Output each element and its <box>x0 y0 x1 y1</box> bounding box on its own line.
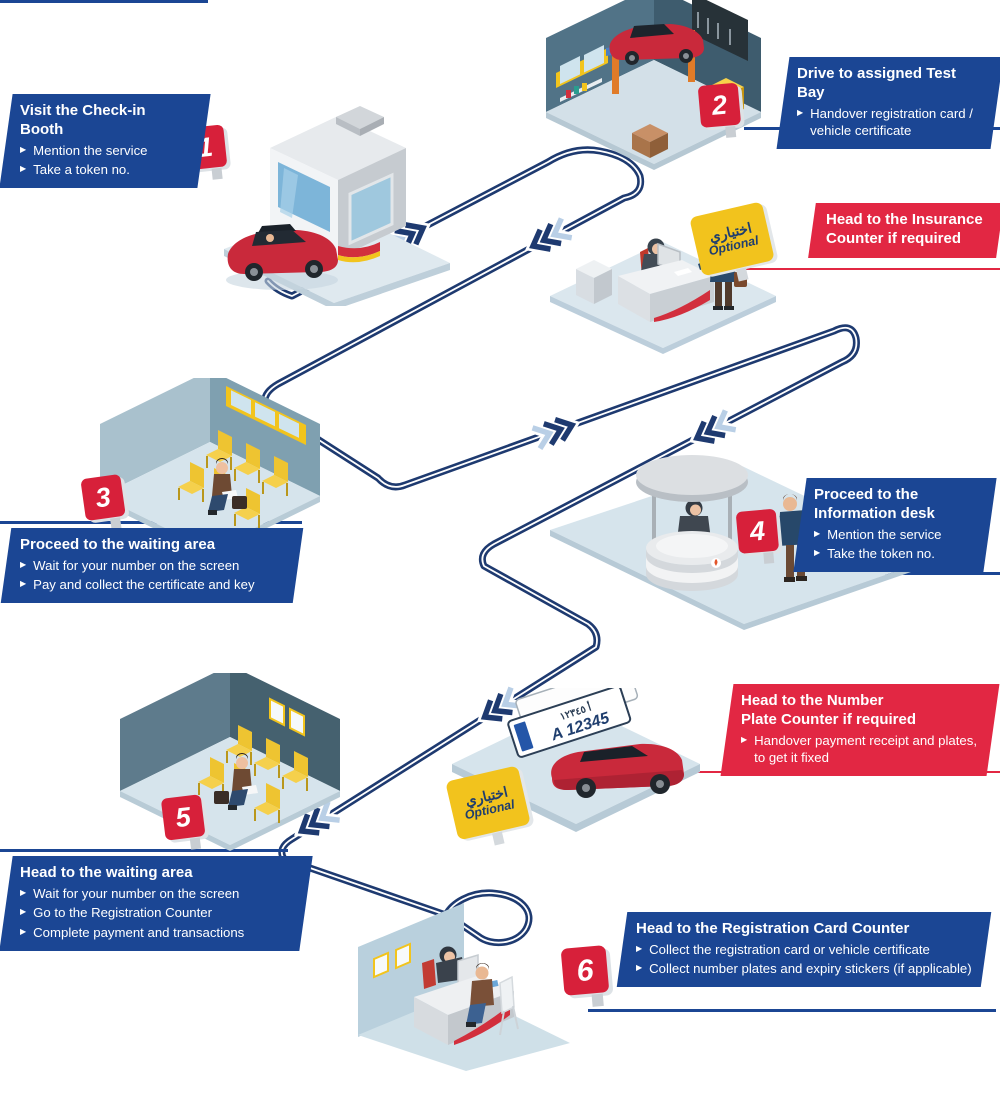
seated-man <box>214 753 258 810</box>
step-title: Proceed to the waiting area <box>20 536 216 553</box>
step-number-sign: 2 <box>697 82 749 142</box>
step-number: 5 <box>173 801 193 833</box>
step-title: Head to the waiting area <box>20 864 193 881</box>
bullet-arrow-icon: ▶ <box>20 559 27 569</box>
step-title: Head to the Registration Card Counter <box>636 920 910 937</box>
bullet-arrow-icon: ▶ <box>741 734 748 744</box>
step-callout-1: Visit the Check-in Booth ▶ Mention the se… <box>0 94 211 188</box>
bullet-arrow-icon: ▶ <box>20 887 27 897</box>
customer-man <box>466 963 519 1036</box>
step-callout-4: Proceed to the Information desk ▶ Mention… <box>793 478 997 572</box>
step-bullet: Handover registration card / vehicle cer… <box>810 105 973 139</box>
step-bullet: Take the token no. <box>827 546 935 562</box>
step-bullet: Go to the Registration Counter <box>33 905 213 921</box>
seated-man <box>208 458 247 515</box>
step-number: 3 <box>93 481 113 513</box>
step-title: Drive to assigned Test Bay <box>797 65 956 101</box>
bullet-arrow-icon: ▶ <box>636 963 643 973</box>
callout-title: Plate Counter if required <box>741 710 917 728</box>
step-title: Proceed to the Information desk <box>814 486 935 522</box>
insurance-counter-callout: Head to the Insurance Counter if require… <box>808 203 1000 258</box>
step-number-sign: 3 <box>80 473 133 535</box>
step-number: 6 <box>575 952 595 988</box>
step-bullet: Collect number plates and expiry sticker… <box>649 961 972 977</box>
step-number: 4 <box>748 515 767 547</box>
connector-line <box>588 1009 996 1012</box>
step-bullet: Wait for your number on the screen <box>33 557 240 573</box>
step-callout-5: Head to the waiting area ▶ Wait for your … <box>0 856 313 951</box>
callout-title: Head to the Number <box>741 692 884 709</box>
kiosk <box>636 455 748 591</box>
cabinet <box>576 260 612 304</box>
step-bullet: Take a token no. <box>33 162 130 178</box>
step-bullet: Wait for your number on the screen <box>33 885 240 901</box>
callout-title: Head to the Insurance <box>826 211 983 228</box>
step-number-sign: 4 <box>735 508 787 568</box>
registration-card-counter-illustration <box>358 903 570 1071</box>
step-number-sign: 6 <box>560 945 618 1012</box>
bullet-arrow-icon: ▶ <box>636 943 643 953</box>
bullet-arrow-icon: ▶ <box>20 907 27 917</box>
callout-title: Counter if required <box>826 229 962 247</box>
connector-line <box>0 0 208 3</box>
bullet-arrow-icon: ▶ <box>814 528 821 538</box>
step-bullet: Mention the service <box>827 526 942 542</box>
waiting-area-illustration <box>120 673 340 851</box>
bullet-arrow-icon: ▶ <box>20 927 27 937</box>
check-in-booth-illustration <box>224 106 450 306</box>
step-bullet: Collect the registration card or vehicle… <box>649 941 930 957</box>
bullet-arrow-icon: ▶ <box>20 144 27 154</box>
step-callout-6: Head to the Registration Card Counter ▶ C… <box>616 912 992 988</box>
bullet-arrow-icon: ▶ <box>797 107 804 117</box>
bullet-arrow-icon: ▶ <box>814 548 821 558</box>
red-car <box>609 24 704 65</box>
step-callout-3: Proceed to the waiting area ▶ Wait for yo… <box>0 528 304 604</box>
step-bullet: Pay and collect the certificate and key <box>33 577 255 593</box>
step-bullet: Mention the service <box>33 142 148 158</box>
bullet-arrow-icon: ▶ <box>20 164 27 174</box>
callout-bullet: Handover payment receipt and plates, to … <box>754 732 978 766</box>
connector-line <box>0 849 288 852</box>
step-number-sign: 5 <box>160 793 213 854</box>
number-plate-counter-callout: Head to the Number Plate Counter if requ… <box>720 684 1000 776</box>
bullet-arrow-icon: ▶ <box>20 579 27 589</box>
chairs <box>178 430 288 528</box>
step-title: Visit the Check-in Booth <box>20 102 146 138</box>
step-callout-2: Drive to assigned Test Bay ▶ Handover reg… <box>776 57 1000 149</box>
step-number: 2 <box>710 89 729 121</box>
step-bullet: Complete payment and transactions <box>33 925 245 941</box>
